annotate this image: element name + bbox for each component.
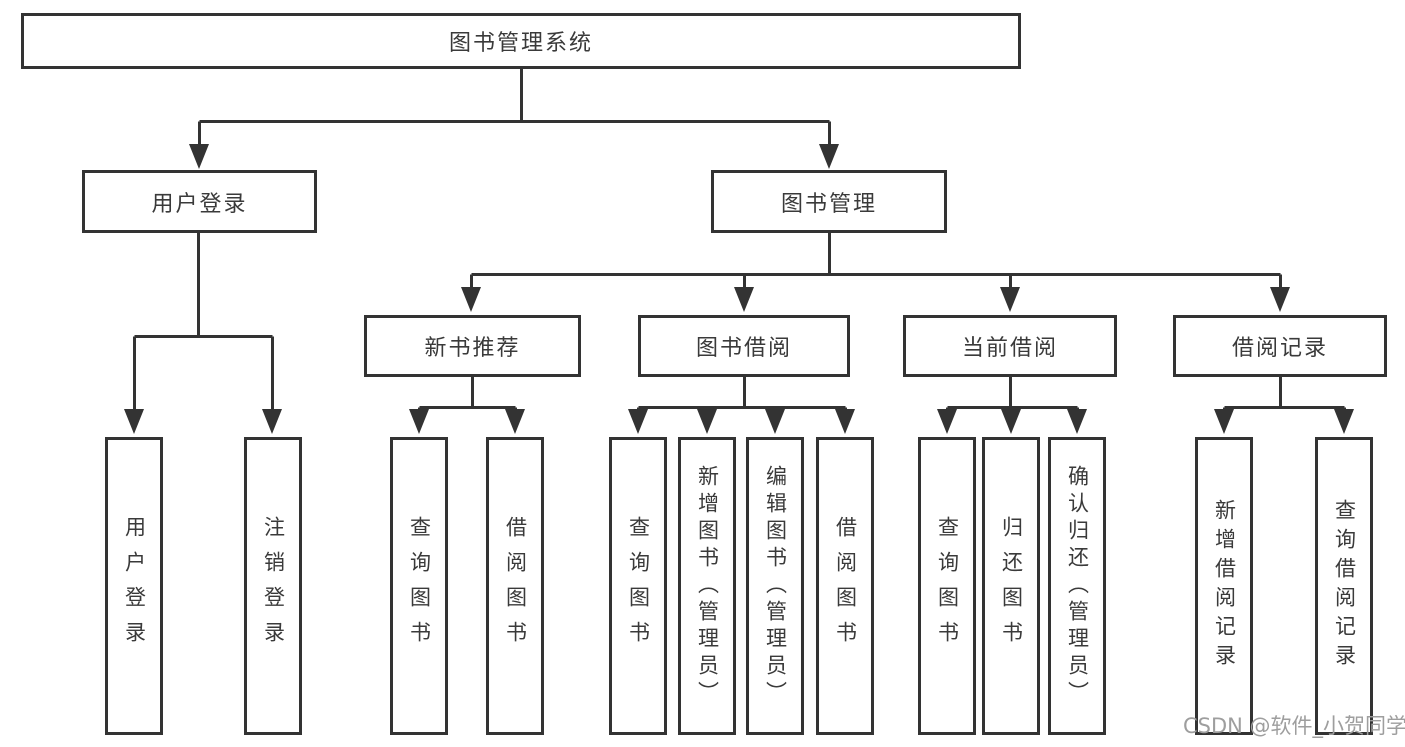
node-new-book-recommendation: 新书推荐	[364, 315, 581, 377]
node-book-borrowing: 图书借阅	[638, 315, 850, 377]
node-current-borrowing: 当前借阅	[903, 315, 1117, 377]
leaf-label: 借阅图书	[503, 516, 528, 656]
leaf-borrow-books: 借阅图书	[816, 437, 874, 735]
leaf-label: 新增借阅记录	[1212, 499, 1237, 673]
node-library-management-system: 图书管理系统	[21, 13, 1021, 69]
watermark-text: CSDN @软件_小贺同学	[1183, 714, 1405, 738]
leaf-label: 新增图书（管理员）	[695, 464, 720, 708]
leaf-label: 用户登录	[122, 516, 147, 656]
leaf-add-borrow-record: 新增借阅记录	[1195, 437, 1253, 735]
node-user-login: 用户登录	[82, 170, 317, 233]
leaf-edit-books-admin: 编辑图书（管理员）	[746, 437, 804, 735]
node-book-management: 图书管理	[711, 170, 947, 233]
leaf-query-borrow-record: 查询借阅记录	[1315, 437, 1373, 735]
leaf-label: 借阅图书	[833, 516, 858, 656]
leaf-confirm-return-admin: 确认归还（管理员）	[1048, 437, 1106, 735]
leaf-user-login: 用户登录	[105, 437, 163, 735]
leaf-return-books: 归还图书	[982, 437, 1040, 735]
leaf-label: 查询图书	[407, 516, 432, 656]
node-label: 用户登录	[151, 191, 248, 217]
leaf-add-books-admin: 新增图书（管理员）	[678, 437, 736, 735]
node-label: 新书推荐	[424, 336, 521, 361]
leaf-query-books-borrow: 查询图书	[609, 437, 667, 735]
node-borrowing-records: 借阅记录	[1173, 315, 1387, 377]
leaf-query-books-recommend: 查询图书	[390, 437, 448, 735]
node-label: 当前借阅	[961, 336, 1058, 361]
leaf-borrow-books-recommend: 借阅图书	[486, 437, 544, 735]
leaf-query-books-current: 查询图书	[918, 437, 976, 735]
leaf-label: 查询借阅记录	[1332, 499, 1357, 673]
node-label: 借阅记录	[1231, 336, 1328, 361]
node-label: 图书借阅	[695, 336, 792, 361]
leaf-label: 确认归还（管理员）	[1065, 464, 1090, 708]
leaf-label: 查询图书	[935, 516, 960, 656]
leaf-label: 归还图书	[999, 516, 1024, 656]
arrowhead-icons	[124, 144, 1354, 434]
leaf-logout: 注销登录	[244, 437, 302, 735]
leaf-label: 查询图书	[626, 516, 651, 656]
node-label: 图书管理系统	[448, 31, 593, 56]
node-label: 图书管理	[780, 191, 877, 217]
leaf-label: 注销登录	[261, 516, 286, 656]
leaf-label: 编辑图书（管理员）	[763, 464, 788, 708]
